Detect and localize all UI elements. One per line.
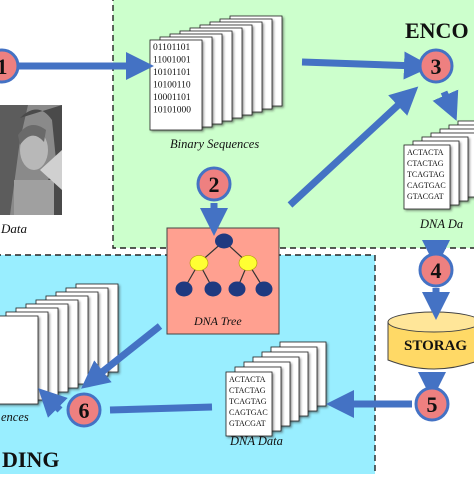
sequence-line: TCAGTAG — [229, 397, 267, 406]
tree-node-yellow-left — [189, 255, 209, 271]
tree-node-leaf — [228, 281, 246, 297]
step-number: 6 — [79, 398, 90, 423]
sequence-line: CAGTGAC — [407, 181, 446, 190]
step-4-circle: 4 — [418, 252, 454, 288]
dna-tree-label: DNA Tree — [193, 314, 242, 328]
arrow-to-dna-data — [432, 89, 459, 121]
step-number: 5 — [427, 392, 438, 417]
sequence-line: CTACTAG — [229, 386, 266, 395]
storage-cylinder — [387, 311, 474, 370]
tree-node-root — [215, 233, 233, 249]
dna-data-stack-encoding: ACTACTA CTACTAG TCAGTAG CAGTGAC GTACGAT — [403, 120, 474, 210]
step-number: 2 — [209, 172, 220, 197]
step-number: 4 — [431, 258, 442, 283]
sequence-line: ACTACTA — [407, 148, 444, 157]
sequence-line: GTACGAT — [407, 192, 444, 201]
flow-arrows — [18, 51, 459, 418]
arrow-tree-to-encoding — [287, 86, 419, 208]
document-sheet: 01101101 11001001 10101101 10100110 10001101… — [149, 39, 203, 131]
step-circles: 1 2 3 4 5 6 — [0, 48, 454, 428]
sequence-line: CTACTAG — [407, 159, 444, 168]
document-sheet: ACTACTA CTACTAG TCAGTAG CAGTGAC GTACGAT — [225, 371, 273, 437]
arrow-dna-to-step6 — [109, 403, 213, 414]
step-1-circle: 1 — [0, 48, 20, 84]
dna-data-stack-decoding: ACTACTA CTACTAG TCAGTAG CAGTGAC GTACGAT — [225, 341, 327, 437]
sequence-line: ACTACTA — [229, 375, 266, 384]
decoding-title: DING — [2, 447, 59, 472]
step-number: 1 — [0, 54, 8, 79]
binary-sequence-stack: 01101101 11001001 10101101 10100110 10001101… — [149, 15, 283, 131]
tree-node-yellow-right — [238, 255, 258, 271]
sequence-line: 10001101 — [153, 93, 191, 103]
dna-data-caption-encoding: DNA Da — [419, 217, 463, 231]
source-image — [0, 105, 62, 215]
step-5-circle: 5 — [414, 386, 450, 422]
document-sheet — [0, 315, 39, 405]
sequence-line: GTACGAT — [229, 419, 266, 428]
tree-node-leaf — [175, 281, 193, 297]
binary-sequence-stack-decoding — [0, 283, 119, 405]
sequence-line: 10101000 — [153, 106, 191, 116]
step-number: 3 — [431, 54, 442, 79]
sequence-line: TCAGTAG — [407, 170, 445, 179]
dna-tree — [175, 233, 273, 297]
sequence-line: CAGTGAC — [229, 408, 268, 417]
step-2-circle: 2 — [196, 166, 232, 202]
sequence-line: 11001001 — [153, 56, 191, 66]
arrow-step6-to-binary — [38, 388, 68, 418]
tree-node-leaf — [204, 281, 222, 297]
binary-sequences-caption: Binary Sequences — [170, 137, 259, 151]
step-6-circle: 6 — [66, 392, 102, 428]
step-3-circle: 3 — [418, 48, 454, 84]
document-sheet: ACTACTA CTACTAG TCAGTAG CAGTGAC GTACGAT — [403, 144, 451, 210]
sequence-line: 10101101 — [153, 68, 191, 78]
sequence-line: 01101101 — [153, 43, 191, 53]
binary-sequences-caption-decoding: ences — [1, 410, 29, 424]
tree-node-leaf — [255, 281, 273, 297]
image-caption: Data — [0, 221, 28, 236]
arrow-binary-to-encoding — [301, 51, 432, 80]
encoding-title: ENCO — [405, 18, 469, 43]
storage-label: STORAG — [404, 338, 467, 354]
dna-data-caption-decoding: DNA Data — [229, 434, 283, 448]
sequence-line: 10100110 — [153, 81, 191, 91]
arrow-tree-to-decoding — [81, 323, 163, 389]
